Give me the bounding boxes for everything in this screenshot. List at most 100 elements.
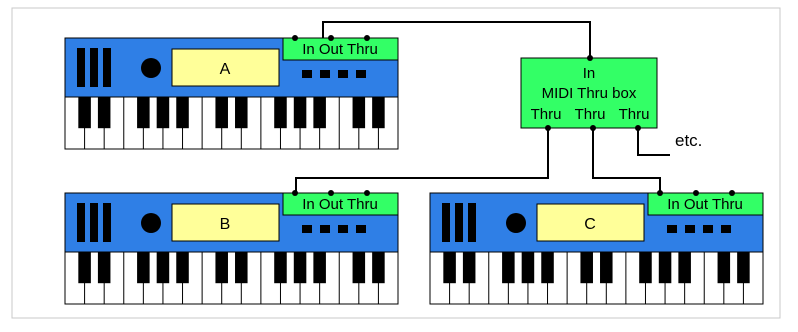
keyboard-a-slider — [90, 48, 98, 87]
thru-box-out-jack-3 — [635, 125, 641, 131]
keyboard-b-slider — [90, 203, 98, 242]
keyboard-b-black-key — [137, 252, 150, 284]
keyboard-c-black-key — [639, 252, 652, 284]
keyboard-c-black-key — [443, 252, 456, 284]
keyboard-c-black-key — [717, 252, 731, 284]
keyboard-b-black-key — [97, 252, 111, 284]
keyboard-c-button — [721, 225, 731, 233]
keyboard-c-port-out-label: Out — [680, 196, 709, 213]
keyboard-a-display — [171, 48, 280, 87]
keyboard-a-slider — [103, 48, 111, 87]
keyboard-b-button — [356, 225, 366, 233]
keyboard-a-button — [338, 70, 348, 78]
keyboard-a-port-strip — [282, 37, 399, 61]
keyboard-c-black-key — [521, 252, 535, 284]
keyboard-a-black-key — [313, 97, 326, 129]
keyboard-a-keybed — [64, 96, 399, 150]
keyboard-a-black-key — [137, 97, 150, 129]
keyboard-b-jack-out — [328, 190, 334, 196]
keyboard-b-jack-thru — [364, 190, 370, 196]
keyboard-c-button — [667, 225, 677, 233]
keyboard-a-black-key — [235, 97, 248, 129]
thru-box-output-label-2: Thru — [575, 106, 606, 123]
midi-thru-box: In MIDI Thru box Thru Thru Thru — [520, 55, 658, 131]
thru-box-in-label: In — [583, 65, 596, 82]
keyboard-b-slider — [103, 203, 111, 242]
keyboard-c-display — [536, 203, 645, 242]
thru-box-in-jack — [587, 55, 593, 61]
keyboard-a-port-thru-label: Thru — [343, 41, 378, 58]
diagram-frame — [11, 7, 781, 319]
keyboard-b-port-thru-label: Thru — [343, 196, 378, 213]
keyboard-b-black-key — [313, 252, 326, 284]
keyboard-a-black-key — [215, 97, 228, 129]
keyboard-a-port-in-label: In — [302, 41, 315, 58]
keyboard-b-black-key — [235, 252, 248, 284]
keyboard-c-port-thru-label: Thru — [708, 196, 743, 213]
keyboard-a-black-key — [372, 97, 385, 129]
keyboard-a-button — [320, 70, 330, 78]
keyboard-c: CIn Out Thru — [429, 190, 764, 305]
keyboard-b-port-in-label: In — [302, 196, 315, 213]
keyboard-b-black-key — [215, 252, 228, 284]
keyboard-c-black-key — [502, 252, 515, 284]
keyboard-c-black-key — [541, 252, 554, 284]
keyboard-b-button — [338, 225, 348, 233]
keyboard-b-black-key — [352, 252, 366, 284]
keyboard-c-jack-out — [693, 190, 699, 196]
keyboard-a-jack-thru — [364, 35, 370, 41]
keyboard-c-knob — [506, 213, 526, 233]
keyboard-a-port-labels: In Out Thru — [302, 41, 378, 58]
keyboard-c-slider — [442, 203, 450, 242]
keyboard-b-black-key — [78, 252, 91, 284]
keyboard-a-button — [356, 70, 366, 78]
keyboard-a-knob — [141, 58, 161, 78]
keyboard-c-port-strip — [647, 192, 764, 216]
keyboard-b-button — [320, 225, 330, 233]
keyboard-b-port-labels: In Out Thru — [302, 196, 378, 213]
keyboard-c-black-key — [580, 252, 593, 284]
keyboard-b-button — [302, 225, 312, 233]
thru-box-title: MIDI Thru box — [542, 85, 637, 102]
cable-thru2-to-keyboard-c-in — [592, 128, 661, 193]
cable-thru1-to-keyboard-b-in — [295, 128, 549, 193]
keyboard-a-label: A — [220, 61, 231, 78]
keyboard-c-port-in-label: In — [667, 196, 680, 213]
keyboard-b-port-out-label: Out — [315, 196, 344, 213]
keyboard-b-knob — [141, 213, 161, 233]
keyboard-c-keybed — [429, 251, 764, 305]
keyboard-c-black-key — [600, 252, 613, 284]
keyboard-c-jack-in — [657, 190, 663, 196]
midi-thru-box-body — [520, 57, 658, 129]
keyboard-c-button — [703, 225, 713, 233]
keyboard-b-display — [171, 203, 280, 242]
keyboard-a-port-out-label: Out — [315, 41, 344, 58]
keyboard-c-slider — [468, 203, 476, 242]
keyboard-b-label: B — [220, 216, 231, 233]
keyboard-a-black-key — [176, 97, 189, 129]
keyboard-b-black-key — [372, 252, 385, 284]
keyboard-c-jack-thru — [729, 190, 735, 196]
keyboard-a-jack-out — [328, 35, 334, 41]
keyboard-c-black-key — [658, 252, 672, 284]
keyboard-b-black-key — [156, 252, 170, 284]
keyboard-b-black-key — [293, 252, 307, 284]
cables — [295, 21, 670, 193]
keyboard-c-button — [685, 225, 695, 233]
keyboard-a-slider — [77, 48, 85, 87]
keyboard-a: A In Out Thru — [64, 35, 399, 150]
keyboard-b-slider — [77, 203, 85, 242]
keyboard-c-black-key — [462, 252, 476, 284]
keyboard-a-button — [302, 70, 312, 78]
thru-box-output-label-1: Thru — [531, 106, 562, 123]
keyboard-a-jack-in — [292, 35, 298, 41]
etc-label: etc. — [675, 131, 702, 150]
keyboard-b: B In Out Thru — [64, 190, 399, 305]
keyboard-a-black-key — [97, 97, 111, 129]
cable-thru3-to-etc — [637, 128, 670, 156]
keyboard-c-black-key — [737, 252, 750, 284]
keyboard-a-black-key — [156, 97, 170, 129]
keyboard-c-slider — [455, 203, 463, 242]
